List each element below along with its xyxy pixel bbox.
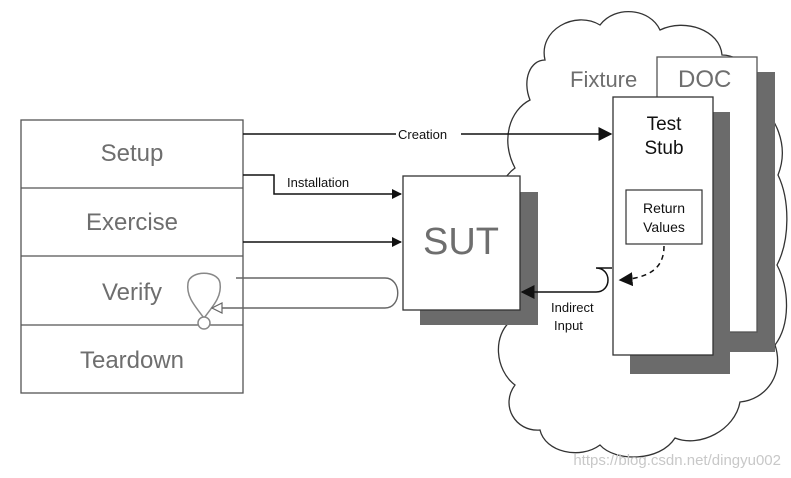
- phase-setup: Setup: [101, 140, 164, 167]
- return-values-dashed-arrow: [618, 245, 665, 287]
- phase-exercise: Exercise: [86, 209, 178, 236]
- verify-return-loop: [212, 277, 399, 309]
- verify-arrowhead: [210, 302, 223, 314]
- indirect-input-loop: [520, 267, 612, 299]
- sut-label: SUT: [423, 221, 499, 263]
- doc-label: DOC: [678, 66, 731, 93]
- lightbulb-icon: [186, 272, 222, 330]
- return-values-box: [625, 189, 703, 245]
- test-stub-label-line1: Test: [647, 114, 683, 135]
- watermark-text: https://blog.csdn.net/dingyu002: [573, 452, 781, 469]
- indirect-input-line1: Indirect: [551, 300, 594, 315]
- test-stub-label-line2: Stub: [644, 138, 683, 159]
- phase-stack: [20, 119, 244, 394]
- phase-verify: Verify: [102, 279, 162, 306]
- creation-label: Creation: [398, 127, 447, 142]
- installation-arrow: [243, 174, 402, 199]
- installation-label: Installation: [287, 175, 349, 190]
- sut-box: [402, 175, 521, 311]
- phase-teardown: Teardown: [80, 347, 184, 374]
- indirect-input-line2: Input: [554, 318, 583, 333]
- return-values-line1: Return: [643, 200, 685, 216]
- fixture-label: Fixture: [570, 67, 637, 92]
- return-values-line2: Values: [643, 219, 685, 235]
